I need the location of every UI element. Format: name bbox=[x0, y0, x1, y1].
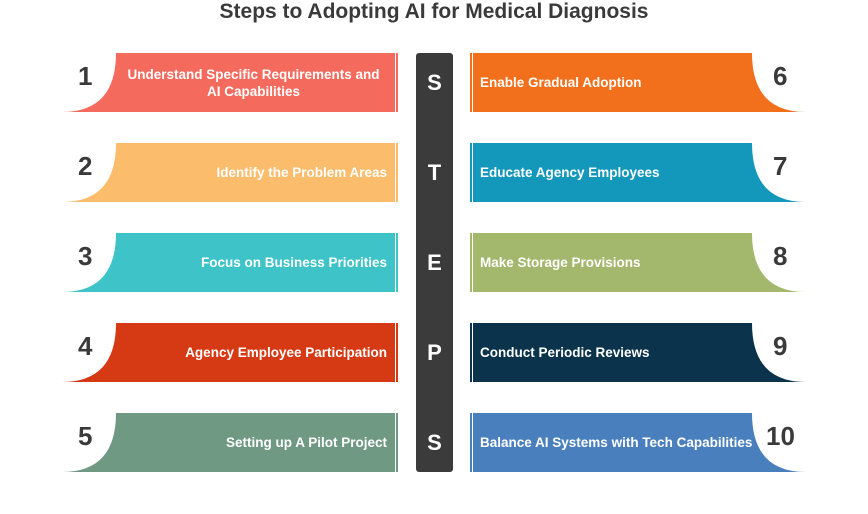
step-shape-fill bbox=[62, 143, 395, 202]
step-shape bbox=[62, 323, 395, 382]
step-4: Agency Employee Participation 4 bbox=[62, 323, 398, 382]
step-shape-fill bbox=[473, 413, 806, 472]
step-number: 5 bbox=[78, 421, 93, 451]
step-label: Make Storage Provisions bbox=[480, 255, 641, 270]
step-number: 2 bbox=[78, 151, 93, 181]
step-shape-fill bbox=[473, 53, 806, 112]
step-shape-fill bbox=[473, 323, 806, 382]
step-edge bbox=[396, 413, 398, 472]
steps-spine: S T E P S bbox=[416, 53, 453, 472]
step-number: 1 bbox=[78, 61, 93, 91]
step-edge bbox=[396, 143, 398, 202]
step-7: Educate Agency Employees 7 bbox=[470, 143, 806, 202]
step-number: 4 bbox=[78, 331, 93, 361]
step-shape bbox=[473, 413, 806, 472]
step-edge bbox=[470, 413, 472, 472]
step-edge bbox=[470, 323, 472, 382]
step-shape-fill bbox=[62, 233, 395, 292]
step-edge bbox=[396, 233, 398, 292]
step-label: Agency Employee Participation bbox=[185, 345, 387, 360]
step-label: Identify the Problem Areas bbox=[216, 165, 387, 180]
step-edge bbox=[396, 323, 398, 382]
step-shape-fill bbox=[62, 53, 395, 112]
spine-letter: P bbox=[427, 340, 442, 365]
step-6: Enable Gradual Adoption 6 bbox=[470, 53, 806, 112]
spine-letter: E bbox=[427, 250, 442, 275]
step-edge bbox=[470, 233, 472, 292]
step-shape bbox=[473, 323, 806, 382]
step-shape-fill bbox=[473, 143, 806, 202]
step-shape bbox=[473, 233, 806, 292]
step-number: 7 bbox=[773, 151, 788, 181]
step-number: 9 bbox=[773, 331, 788, 361]
step-number: 3 bbox=[78, 241, 93, 271]
step-label: Conduct Periodic Reviews bbox=[480, 345, 650, 360]
step-shape bbox=[473, 143, 806, 202]
step-number: 8 bbox=[773, 241, 788, 271]
step-shape-fill bbox=[473, 233, 806, 292]
step-1: Understand Specific Requirements and AI … bbox=[62, 53, 398, 112]
step-5: Setting up A Pilot Project 5 bbox=[62, 413, 398, 472]
diagram-title: Steps to Adopting AI for Medical Diagnos… bbox=[219, 0, 649, 23]
step-shape bbox=[62, 143, 395, 202]
spine-letter: S bbox=[427, 70, 442, 95]
spine-letter: S bbox=[427, 430, 442, 455]
step-number: 10 bbox=[766, 421, 795, 451]
step-label: Focus on Business Priorities bbox=[200, 255, 387, 270]
step-label: Enable Gradual Adoption bbox=[480, 75, 642, 90]
step-shape bbox=[62, 53, 395, 112]
step-shape bbox=[473, 53, 806, 112]
step-label: Educate Agency Employees bbox=[480, 165, 660, 180]
spine-letter: T bbox=[427, 160, 442, 185]
step-shape bbox=[62, 233, 395, 292]
step-label: Understand Specific Requirements and AI … bbox=[127, 66, 380, 99]
step-edge bbox=[396, 53, 398, 112]
step-3: Focus on Business Priorities 3 bbox=[62, 233, 398, 292]
step-shape-fill bbox=[62, 413, 395, 472]
step-9: Conduct Periodic Reviews 9 bbox=[470, 323, 806, 382]
step-shape-fill bbox=[62, 323, 395, 382]
step-2: Identify the Problem Areas 2 bbox=[62, 143, 398, 202]
step-edge bbox=[470, 53, 472, 112]
step-number: 6 bbox=[773, 61, 788, 91]
step-shape bbox=[62, 413, 395, 472]
step-10: Balance AI Systems with Tech Capabilitie… bbox=[470, 413, 806, 472]
step-edge bbox=[470, 143, 472, 202]
step-label: Balance AI Systems with Tech Capabilitie… bbox=[480, 435, 753, 450]
step-label: Setting up A Pilot Project bbox=[225, 435, 387, 450]
step-8: Make Storage Provisions 8 bbox=[470, 233, 806, 292]
